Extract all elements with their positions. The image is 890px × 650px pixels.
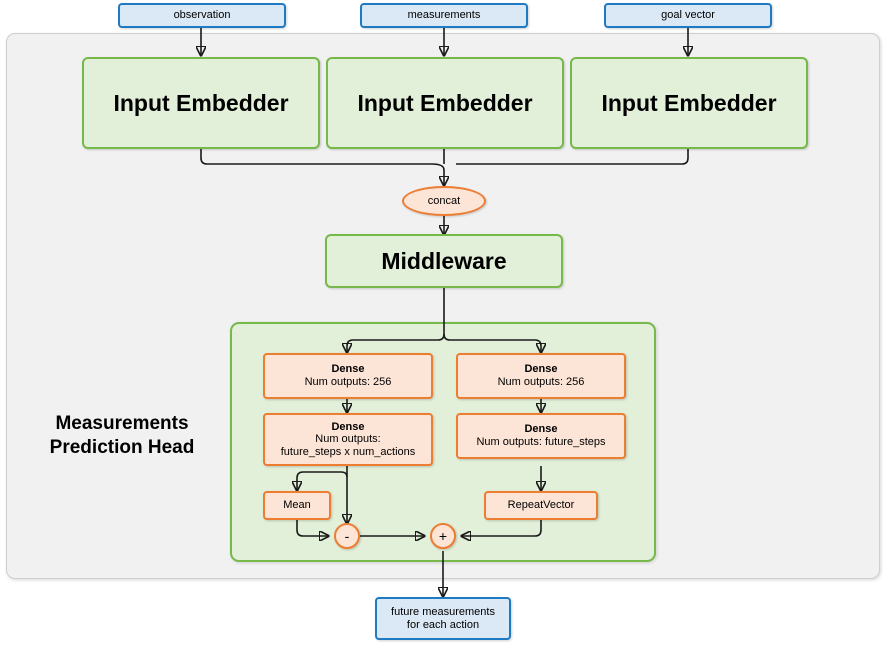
mean-label: Mean xyxy=(283,499,311,512)
input-box-measurements[interactable]: measurements xyxy=(360,3,528,28)
dense-right-1[interactable]: Dense Num outputs: 256 xyxy=(456,353,626,399)
dense-right-1-title: Dense xyxy=(524,363,558,376)
measurements-prediction-head-label: Measurements Prediction Head xyxy=(22,412,222,460)
dense-right-2-detail: Num outputs: future_steps xyxy=(476,436,606,448)
input-box-observation-label: observation xyxy=(173,9,231,22)
output-box-line-2: for each action xyxy=(406,618,480,631)
mean-node[interactable]: Mean xyxy=(263,491,331,520)
head-label-line-1: Measurements xyxy=(55,413,189,434)
head-label-line-2: Prediction Head xyxy=(49,436,195,458)
input-embedder-goal-vector-label: Input Embedder xyxy=(601,89,777,116)
repeat-vector-node[interactable]: RepeatVector xyxy=(484,491,598,520)
dense-left-2-title: Dense xyxy=(331,420,365,433)
repeat-vector-label: RepeatVector xyxy=(507,499,575,512)
middleware-label: Middleware xyxy=(381,247,507,274)
dense-left-2-detail-line-1: Num outputs: xyxy=(315,433,381,446)
input-box-measurements-label: measurements xyxy=(407,9,481,22)
input-embedder-observation-label: Input Embedder xyxy=(113,89,289,116)
subtract-operator[interactable]: - xyxy=(334,523,360,549)
dense-left-1-detail: Num outputs: 256 xyxy=(304,376,392,388)
input-box-goal-vector[interactable]: goal vector xyxy=(604,3,772,28)
input-embedder-goal-vector[interactable]: Input Embedder xyxy=(570,57,808,149)
input-embedder-observation[interactable]: Input Embedder xyxy=(82,57,320,149)
dense-left-1[interactable]: Dense Num outputs: 256 xyxy=(263,353,433,399)
input-box-goal-vector-label: goal vector xyxy=(661,9,715,22)
middleware-block[interactable]: Middleware xyxy=(325,234,563,288)
concat-node[interactable]: concat xyxy=(402,186,486,216)
concat-label: concat xyxy=(427,194,461,207)
input-box-observation[interactable]: observation xyxy=(118,3,286,28)
dense-left-2-detail-line-2: future_steps x num_actions xyxy=(280,445,416,458)
input-embedder-measurements[interactable]: Input Embedder xyxy=(326,57,564,149)
add-operator-symbol: + xyxy=(438,528,448,544)
output-box-line-1: future measurements xyxy=(391,605,495,618)
add-operator[interactable]: + xyxy=(430,523,456,549)
dense-right-2-title: Dense xyxy=(524,423,558,436)
output-box-future-measurements[interactable]: future measurements for each action xyxy=(375,597,511,640)
dense-right-1-detail: Num outputs: 256 xyxy=(497,376,585,388)
input-embedder-measurements-label: Input Embedder xyxy=(357,89,533,116)
dense-right-2[interactable]: Dense Num outputs: future_steps xyxy=(456,413,626,459)
dense-left-1-title: Dense xyxy=(331,363,365,376)
dense-left-2[interactable]: Dense Num outputs: future_steps x num_ac… xyxy=(263,413,433,466)
subtract-operator-symbol: - xyxy=(344,528,350,544)
